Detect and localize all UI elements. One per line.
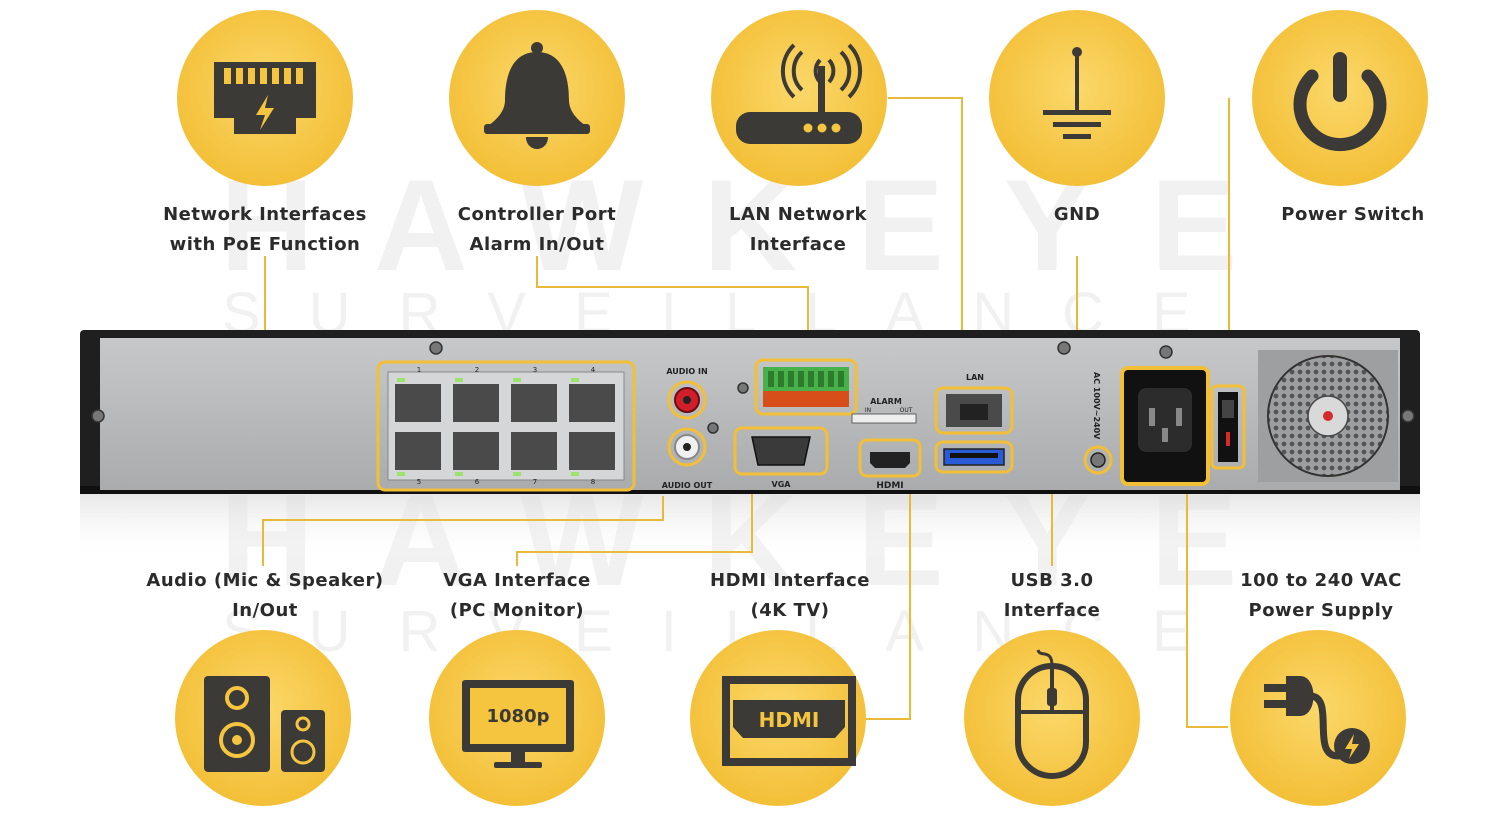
power-plug-icon [1264, 676, 1370, 764]
port-number-3: 3 [533, 366, 537, 374]
audio-in-label: AUDIO IN [666, 367, 707, 376]
callout-title: USB 3.0 [1010, 570, 1094, 591]
mouse-icon [1015, 649, 1089, 779]
callout-circle-power-switch [1252, 10, 1428, 186]
ground-icon [1043, 47, 1111, 139]
bell-icon [484, 42, 590, 149]
callout-title: LAN Network [729, 204, 867, 225]
vga-port: VGA [733, 426, 829, 489]
port-number-4: 4 [591, 366, 596, 374]
power-inlet [1120, 366, 1210, 486]
callout-circle-lan [711, 10, 887, 186]
ethernet-port-icon [214, 62, 316, 134]
vga-label: VGA [772, 480, 792, 489]
callout-title: 100 to 240 VAC [1240, 570, 1402, 591]
callout-label-alarm: Controller Port Alarm In/Out [387, 200, 687, 260]
alarm-in-label: IN [865, 407, 871, 414]
monitor-resolution-label: 1080p [487, 706, 550, 727]
port-number-7: 7 [533, 478, 537, 486]
device-reflection [80, 490, 1420, 560]
callout-circle-vga: 1080p [429, 630, 605, 806]
router-icon [736, 43, 863, 144]
port-number-5: 5 [417, 478, 421, 486]
lan-label: LAN [966, 373, 984, 382]
callout-label-power-supply: 100 to 240 VAC Power Supply [1171, 566, 1471, 626]
callout-title: GND [1053, 204, 1101, 225]
audio-out-label: AUDIO OUT [662, 481, 713, 490]
callout-subtitle: Interface [1003, 600, 1101, 621]
cooling-fan [1258, 350, 1398, 482]
callout-circle-audio [175, 630, 351, 806]
callout-subtitle: (PC Monitor) [449, 600, 585, 621]
callout-title: Controller Port [457, 204, 617, 225]
callout-circle-alarm [449, 10, 625, 186]
poe-port-block: 1 2 3 4 5 6 7 8 [376, 360, 636, 492]
callout-label-hdmi: HDMI Interface (4K TV) [640, 566, 940, 626]
gnd-terminal: AC 100V~240V [1083, 372, 1113, 475]
port-number-2: 2 [475, 366, 479, 374]
callout-circle-gnd [989, 10, 1165, 186]
callout-subtitle: with PoE Function [169, 234, 361, 255]
power-icon [1293, 52, 1387, 152]
audio-jacks: AUDIO IN AUDIO OUT [662, 367, 713, 490]
hdmi-icon-label: HDMI [759, 708, 820, 732]
callout-subtitle: Power Supply [1248, 600, 1394, 621]
callout-subtitle: Interface [749, 234, 847, 255]
hdmi-port-label: HDMI [876, 481, 903, 491]
alarm-label: ALARM [870, 397, 902, 406]
callout-subtitle: In/Out [232, 600, 298, 621]
port-number-1: 1 [417, 366, 421, 374]
callout-subtitle: Alarm In/Out [469, 234, 605, 255]
lan-usb-ports: LAN [934, 373, 1014, 474]
callout-title: Power Switch [1281, 204, 1425, 225]
callout-subtitle: (4K TV) [750, 600, 830, 621]
hdmi-port: HDMI [858, 438, 922, 491]
callout-circle-usb [964, 630, 1140, 806]
callout-label-vga: VGA Interface (PC Monitor) [367, 566, 667, 626]
callout-circle-power-supply [1230, 630, 1406, 806]
alarm-terminal: ALARM IN OUT [754, 358, 917, 424]
port-number-6: 6 [475, 478, 480, 486]
alarm-out-label: OUT [900, 407, 913, 414]
callout-title: HDMI Interface [710, 570, 870, 591]
callout-label-lan: LAN Network Interface [648, 200, 948, 260]
power-switch [1210, 384, 1246, 470]
callout-circle-hdmi: HDMI [690, 630, 866, 806]
power-rating-label: AC 100V~240V [1092, 372, 1101, 440]
monitor-icon: 1080p [462, 680, 574, 768]
callout-title: VGA Interface [443, 570, 591, 591]
speakers-icon [204, 676, 325, 772]
port-number-8: 8 [591, 478, 595, 486]
hdmi-icon: HDMI [722, 676, 856, 766]
callout-label-gnd: GND [927, 200, 1227, 230]
callout-label-network-poe: Network Interfaces with PoE Function [115, 200, 415, 260]
callout-title: Network Interfaces [163, 204, 367, 225]
nvr-device: 1 2 3 4 5 6 7 8 AUDIO IN AUDIO OUT [80, 330, 1420, 494]
callout-label-usb: USB 3.0 Interface [902, 566, 1202, 626]
callout-circle-network-poe [177, 10, 353, 186]
callout-title: Audio (Mic & Speaker) [146, 570, 384, 591]
callout-label-audio: Audio (Mic & Speaker) In/Out [115, 566, 415, 626]
callout-label-power-switch: Power Switch [1203, 200, 1500, 230]
